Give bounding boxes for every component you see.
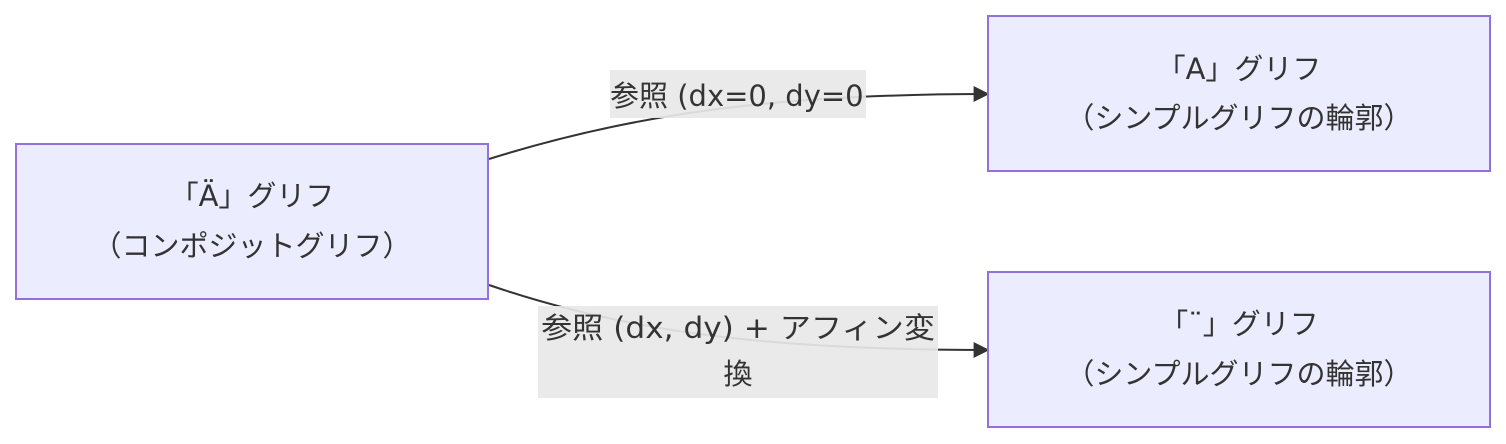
node-composite-glyph-line2: （コンポジットグリフ） (92, 229, 411, 263)
node-glyph-a-box (987, 15, 1491, 172)
edge-label-to-diaeresis-line2: 換 (723, 357, 752, 391)
node-composite-glyph-box (15, 143, 489, 300)
edge-label-to-diaeresis: 参照 (dx, dy) + アフィン変 換 (538, 306, 938, 398)
edge-label-to-diaeresis-background (538, 306, 938, 398)
node-glyph-diaeresis-line2: （シンプルグリフの輪郭） (1065, 357, 1412, 391)
node-glyph-diaeresis[interactable]: 「¨」グリフ （シンプルグリフの輪郭） (987, 271, 1491, 428)
node-composite-glyph-line1: 「Ä」グリフ (170, 179, 335, 213)
node-glyph-a-line2: （シンプルグリフの輪郭） (1065, 101, 1412, 135)
edge-label-to-a-text: 参照 (dx=0, dy=0) (610, 79, 875, 113)
edge-label-to-a-background (610, 70, 866, 118)
edge-label-to-diaeresis-line1: 参照 (dx, dy) + アフィン変 (541, 311, 935, 345)
node-glyph-a-line1: 「A」グリフ (1157, 52, 1322, 86)
node-glyph-diaeresis-line1: 「¨」グリフ (1159, 307, 1319, 341)
edge-label-to-a: 参照 (dx=0, dy=0) (610, 70, 875, 118)
node-glyph-diaeresis-box (987, 271, 1491, 428)
node-composite-glyph[interactable]: 「Ä」グリフ （コンポジットグリフ） (15, 143, 489, 300)
node-glyph-a[interactable]: 「A」グリフ （シンプルグリフの輪郭） (987, 15, 1491, 172)
